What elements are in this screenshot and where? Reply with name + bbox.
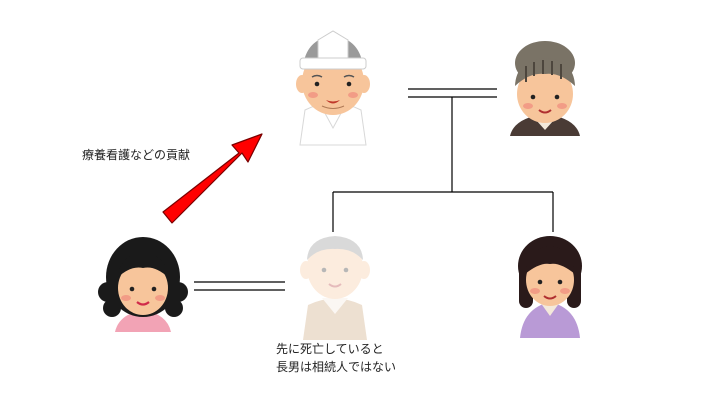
marriage-line-son	[194, 281, 285, 291]
note-line-1: 先に死亡していると	[276, 342, 384, 356]
contribution-arrow	[162, 133, 263, 224]
marriage-line-parents	[408, 88, 497, 98]
children-connector	[332, 97, 554, 232]
woman-purple-sweater-icon	[518, 236, 582, 338]
woman-curly-hair-icon	[98, 237, 188, 332]
elderly-woman-icon	[510, 41, 580, 136]
contribution-label: 療養看護などの貢献	[82, 148, 191, 162]
note-line-2: 長男は相続人ではない	[276, 360, 397, 374]
middle-aged-man-faded-icon	[300, 236, 370, 340]
elderly-man-headband-icon	[296, 30, 370, 146]
